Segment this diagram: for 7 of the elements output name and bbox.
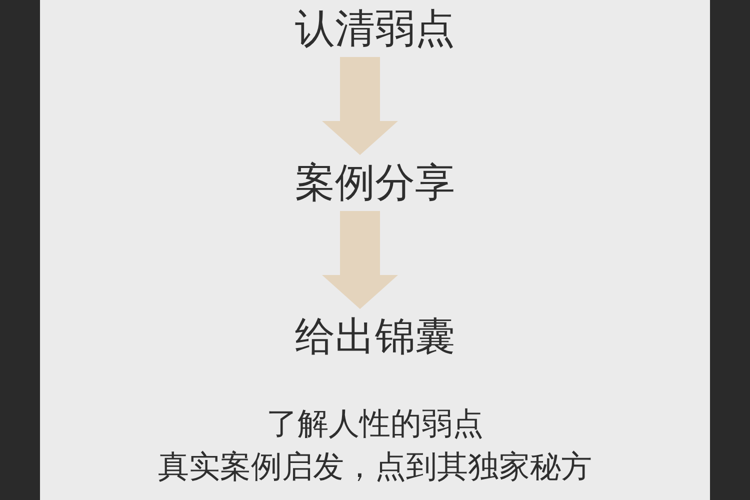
block-arrow [322,57,398,155]
step-text: 给出锦囊 [40,312,710,362]
step-text: 案例分享 [40,158,710,208]
description-text: 了解人性的弱点 [266,405,484,443]
description-text: 真实案例启发，点到其独家秘方 [157,448,593,486]
step-text: 认清弱点 [40,4,710,54]
block-arrow [322,211,398,309]
